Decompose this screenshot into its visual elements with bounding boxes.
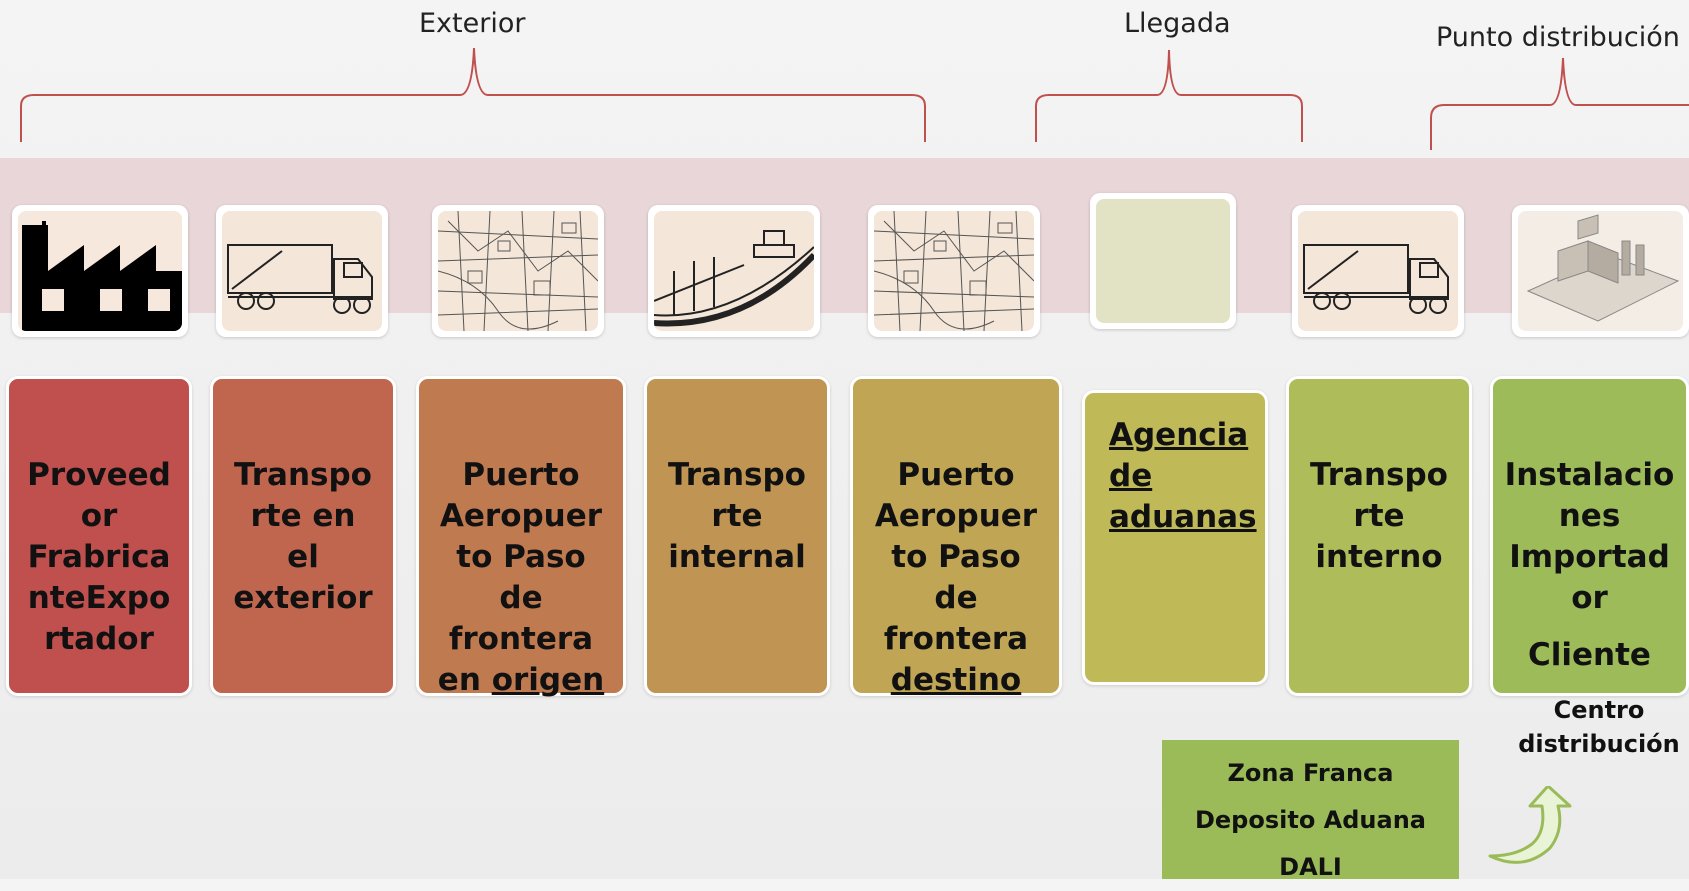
section-label-exterior: Exterior [419, 8, 526, 39]
truck-icon [1298, 211, 1458, 331]
map-icon [874, 211, 1034, 331]
blank-icon [1096, 199, 1230, 323]
section-brackets [20, 47, 1689, 150]
warehouse-icon [1518, 211, 1683, 331]
centro-line2: distribución [1518, 730, 1680, 758]
step-label: Puerto Aeropuer to Paso de frontera [874, 457, 1038, 657]
step-puerto-origen: Puerto Aeropuer to Paso de frontera en o… [416, 376, 626, 698]
truck-icon [222, 211, 382, 331]
step-transporte-internal: Transpo rte internal [644, 376, 830, 696]
step-transporte-exterior: Transpo rte en el exterior [210, 376, 396, 696]
step-label: Agencia de aduanas [1109, 417, 1257, 535]
step-label: Puerto Aeropuer to Paso de frontera [439, 457, 603, 657]
step-label: Instalacio nes Importad or [1504, 457, 1675, 616]
section-label-llegada: Llegada [1124, 8, 1231, 39]
step-agencia-aduanas: Agencia de aduanas [1082, 390, 1268, 685]
truck-icon-tile-interno [1292, 205, 1464, 337]
step-puerto-destino: Puerto Aeropuer to Paso de frontera dest… [850, 376, 1062, 698]
zona-line1: Zona Franca [1227, 759, 1394, 787]
step-proveedor: Proveed or Frabrica nteExpo rtador [6, 376, 192, 696]
step-label-extra: Cliente [1528, 637, 1651, 673]
map-icon-tile-origin [432, 205, 604, 337]
factory-icon [18, 211, 182, 331]
bracket-llegada [1035, 49, 1303, 142]
map-icon-tile-destination [868, 205, 1040, 337]
centro-distribucion-label: Centro distribución [1510, 693, 1688, 761]
ship-icon [654, 211, 814, 331]
zona-franca-box: Zona Franca Deposito Aduana DALI [1162, 740, 1459, 881]
step-label-last-underlined: origen [491, 662, 605, 698]
curved-arrow-icon [1488, 786, 1572, 864]
blank-icon-tile [1090, 193, 1236, 329]
bracket-exterior [20, 47, 926, 142]
truck-icon-tile [216, 205, 388, 337]
zona-line2: Deposito Aduana [1194, 806, 1426, 834]
step-label-last-underlined: destino [890, 662, 1022, 698]
bracket-punto [1430, 57, 1689, 150]
step-transporte-interno: Transpo rte interno [1286, 376, 1472, 696]
zona-line3: DALI [1279, 853, 1342, 881]
step-label: Transpo rte en el exterior [233, 457, 373, 616]
step-label: Transpo rte interno [1310, 457, 1448, 575]
step-instalaciones: Instalacio nes Importad or Cliente [1490, 376, 1689, 696]
step-label: Transpo rte internal [668, 457, 806, 575]
step-label-last-line: en origen [438, 660, 604, 701]
section-label-punto: Punto distribución [1436, 22, 1680, 53]
centro-line1: Centro [1553, 696, 1645, 724]
ship-icon-tile [648, 205, 820, 337]
step-label-last-plain: en [437, 662, 492, 698]
warehouse-icon-tile [1512, 205, 1689, 337]
step-label: Proveed or Frabrica nteExpo rtador [27, 457, 171, 657]
factory-icon-tile [12, 205, 188, 337]
map-icon [438, 211, 598, 331]
